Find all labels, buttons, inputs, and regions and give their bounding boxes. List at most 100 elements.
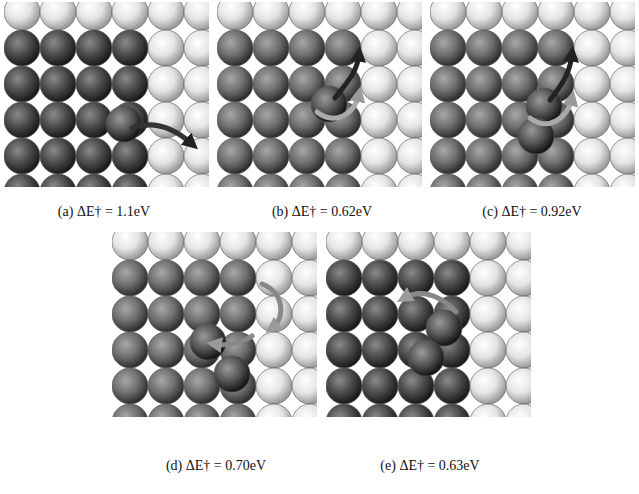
atom-sphere bbox=[434, 232, 470, 260]
atom-sphere bbox=[184, 260, 220, 296]
atom-sphere bbox=[112, 232, 148, 260]
atom-sphere bbox=[214, 356, 250, 392]
atom-sphere bbox=[326, 332, 362, 368]
panel-caption: (e) ΔE† = 0.63eV bbox=[380, 458, 479, 474]
atom-sphere bbox=[112, 30, 148, 66]
atom-sphere bbox=[289, 138, 325, 174]
atom-panel bbox=[430, 2, 635, 187]
atom-panel bbox=[326, 232, 531, 417]
atom-sphere bbox=[574, 174, 610, 187]
atom-sphere bbox=[326, 232, 362, 260]
atom-panel bbox=[112, 232, 317, 417]
atom-sphere bbox=[326, 260, 362, 296]
atom-sphere bbox=[397, 138, 422, 174]
jump-arrow bbox=[530, 98, 572, 124]
atom-sphere bbox=[466, 138, 502, 174]
atom-sphere bbox=[112, 138, 148, 174]
atom-sphere bbox=[253, 2, 289, 30]
atom-sphere bbox=[148, 66, 184, 102]
atom-panel bbox=[4, 2, 209, 187]
atom-sphere bbox=[256, 332, 292, 368]
atom-sphere bbox=[148, 296, 184, 332]
atom-sphere bbox=[184, 2, 209, 30]
atom-sphere bbox=[292, 332, 317, 368]
atom-sphere bbox=[506, 404, 531, 417]
atom-sphere bbox=[610, 102, 635, 138]
atom-sphere bbox=[112, 174, 148, 187]
atom-sphere bbox=[220, 404, 256, 417]
atom-sphere bbox=[217, 102, 253, 138]
panel-caption: (a) ΔE† = 1.1eV bbox=[58, 204, 150, 220]
atom-sphere bbox=[253, 102, 289, 138]
atom-sphere bbox=[184, 404, 220, 417]
atom-sphere bbox=[253, 174, 289, 187]
atom-sphere bbox=[220, 296, 256, 332]
atom-sphere bbox=[362, 260, 398, 296]
atom-sphere bbox=[76, 2, 112, 30]
atom-sphere bbox=[397, 66, 422, 102]
atom-sphere bbox=[466, 174, 502, 187]
atom-sphere bbox=[112, 332, 148, 368]
panel-caption: (b) ΔE† = 0.62eV bbox=[272, 204, 372, 220]
atom-sphere bbox=[470, 332, 506, 368]
atom-sphere bbox=[40, 102, 76, 138]
atom-sphere bbox=[574, 2, 610, 30]
atom-sphere bbox=[112, 66, 148, 102]
atom-sphere bbox=[434, 260, 470, 296]
atom-sphere bbox=[574, 138, 610, 174]
atom-sphere bbox=[362, 232, 398, 260]
atom-sphere bbox=[184, 30, 209, 66]
atom-sphere bbox=[292, 232, 317, 260]
atom-sphere bbox=[292, 368, 317, 404]
atom-sphere bbox=[217, 30, 253, 66]
jump-arrow bbox=[317, 94, 359, 118]
atom-sphere bbox=[292, 296, 317, 332]
atom-sphere bbox=[397, 102, 422, 138]
atom-sphere bbox=[502, 30, 538, 66]
atom-sphere bbox=[112, 260, 148, 296]
atom-sphere bbox=[253, 138, 289, 174]
atom-sphere bbox=[506, 260, 531, 296]
atom-sphere bbox=[397, 2, 422, 30]
atom-sphere bbox=[289, 174, 325, 187]
atom-sphere bbox=[40, 174, 76, 187]
atom-sphere bbox=[40, 30, 76, 66]
atom-sphere bbox=[408, 340, 444, 376]
atom-sphere bbox=[148, 260, 184, 296]
atom-sphere bbox=[217, 2, 253, 30]
atom-sphere bbox=[466, 102, 502, 138]
atom-sphere bbox=[430, 138, 466, 174]
atom-sphere bbox=[506, 232, 531, 260]
atom-sphere bbox=[148, 30, 184, 66]
atom-sphere bbox=[148, 368, 184, 404]
atom-sphere bbox=[506, 296, 531, 332]
atom-sphere bbox=[292, 404, 317, 417]
atom-sphere bbox=[112, 404, 148, 417]
jump-arrow bbox=[262, 284, 281, 328]
atom-sphere bbox=[148, 232, 184, 260]
atom-sphere bbox=[430, 2, 466, 30]
atom-sphere bbox=[470, 368, 506, 404]
atom-sphere bbox=[362, 332, 398, 368]
atom-sphere bbox=[256, 232, 292, 260]
atom-sphere bbox=[4, 174, 40, 187]
atom-sphere bbox=[470, 404, 506, 417]
atom-sphere bbox=[430, 66, 466, 102]
atom-sphere bbox=[289, 2, 325, 30]
atom-sphere bbox=[76, 174, 112, 187]
atom-sphere bbox=[4, 30, 40, 66]
atom-sphere bbox=[217, 66, 253, 102]
atom-sphere bbox=[4, 66, 40, 102]
atom-sphere bbox=[506, 368, 531, 404]
atom-sphere bbox=[506, 332, 531, 368]
atom-sphere bbox=[40, 138, 76, 174]
atom-sphere bbox=[430, 30, 466, 66]
atom-sphere bbox=[470, 232, 506, 260]
atom-sphere bbox=[470, 296, 506, 332]
atom-sphere bbox=[361, 138, 397, 174]
atom-sphere bbox=[217, 174, 253, 187]
atom-sphere bbox=[361, 174, 397, 187]
atom-sphere bbox=[362, 296, 398, 332]
atom-sphere bbox=[325, 2, 361, 30]
